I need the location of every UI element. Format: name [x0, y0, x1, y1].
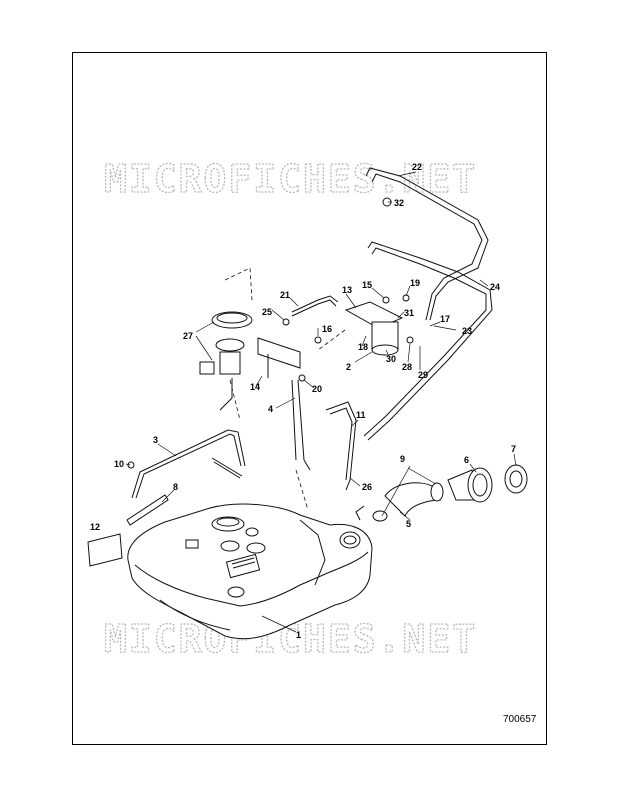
- callout-26: 26: [362, 482, 372, 492]
- watermark-top: MICROFICHES.NET: [104, 157, 477, 201]
- callout-9: 9: [400, 454, 405, 464]
- filter-assembly: [317, 294, 414, 356]
- callout-10: 10: [114, 459, 124, 469]
- callout-29: 29: [418, 370, 428, 380]
- callout-18: 18: [358, 342, 368, 352]
- fuel-tank: [127, 503, 373, 640]
- leader-lines: [125, 171, 517, 633]
- callout-3: 3: [153, 435, 158, 445]
- callout-30: 30: [386, 354, 396, 364]
- vent-lines: [295, 167, 493, 511]
- diagram-frame: [72, 52, 547, 745]
- callout-19: 19: [410, 278, 420, 288]
- callout-22: 22: [412, 162, 422, 172]
- callout-32: 32: [394, 198, 404, 208]
- fuel-pump: [199, 267, 253, 421]
- callout-14: 14: [250, 382, 260, 392]
- callout-24: 24: [490, 282, 500, 292]
- callout-1: 1: [296, 630, 301, 640]
- callout-23: 23: [462, 326, 472, 336]
- callout-31: 31: [404, 308, 414, 318]
- callout-25: 25: [262, 307, 272, 317]
- callout-20: 20: [312, 384, 322, 394]
- strap-assembly: [87, 429, 246, 567]
- callout-2: 2: [346, 362, 351, 372]
- callout-27: 27: [183, 331, 193, 341]
- callout-21: 21: [280, 290, 290, 300]
- callout-28: 28: [402, 362, 412, 372]
- hose: [291, 295, 339, 313]
- callout-8: 8: [173, 482, 178, 492]
- callout-15: 15: [362, 280, 372, 290]
- callout-17: 17: [440, 314, 450, 324]
- callout-11: 11: [356, 410, 366, 420]
- filler-assembly: [355, 464, 528, 522]
- callout-4: 4: [268, 404, 273, 414]
- callout-5: 5: [406, 519, 411, 529]
- bracket: [257, 318, 322, 471]
- callout-13: 13: [342, 285, 352, 295]
- hose-inner: [291, 299, 337, 317]
- callout-16: 16: [322, 324, 332, 334]
- callout-12: 12: [90, 522, 100, 532]
- callout-labels: 1 2 3 4 5 6 7 8 9 10 11 12 13 14 15 16 1…: [90, 162, 516, 640]
- callout-6: 6: [464, 455, 469, 465]
- callout-7: 7: [511, 444, 516, 454]
- figure-id: 700657: [503, 714, 537, 725]
